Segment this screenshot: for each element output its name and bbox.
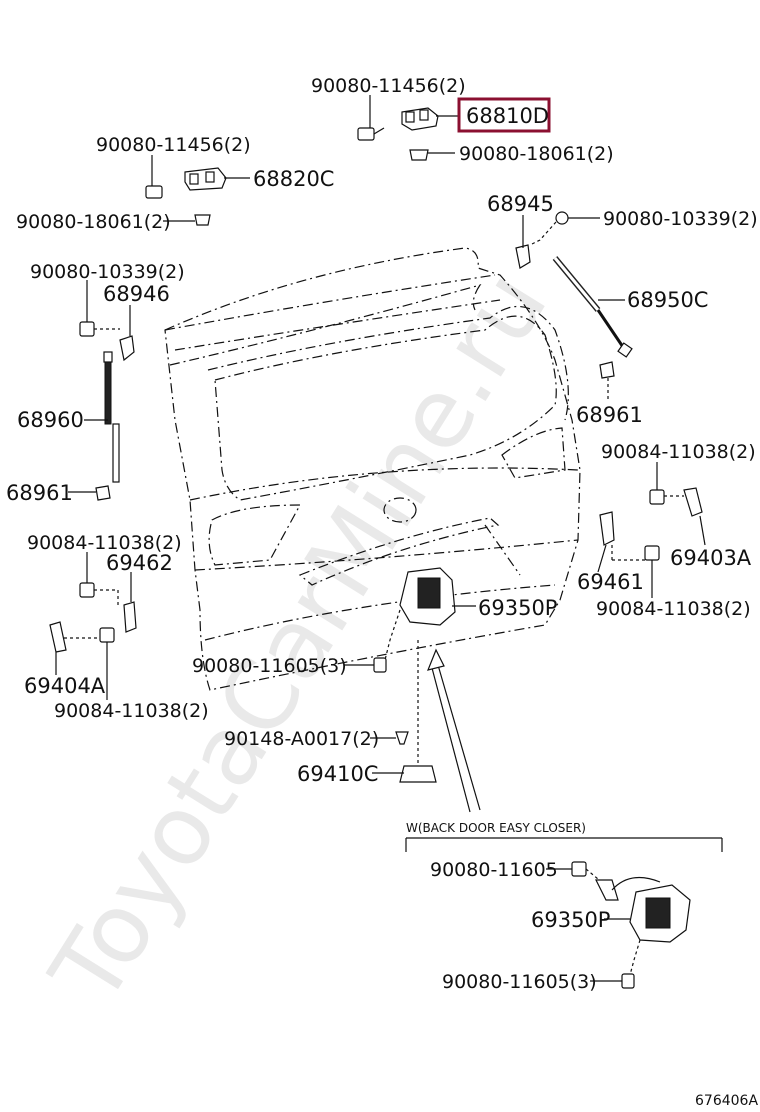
hinge-68820C: [184, 167, 250, 191]
inset-bolt-90080-11605-3: [590, 973, 635, 989]
bolt-90084-11038-right: [649, 462, 665, 505]
ball-stud-68961-right: [599, 361, 615, 400]
label-90084-11038-left2[interactable]: 90084-11038(2): [54, 700, 209, 722]
label-90080-10339-right[interactable]: 90080-10339(2): [603, 208, 758, 230]
label-90080-11456-top[interactable]: 90080-11456(2): [311, 75, 466, 97]
bolt-90084-11038-left: [79, 552, 119, 608]
bolt-90084-11038-right2: [644, 545, 660, 598]
inset-lock-69350P: [595, 876, 691, 976]
label-90080-11605-3-inset[interactable]: 90080-11605(3): [442, 971, 597, 993]
inset-arrow: [427, 648, 481, 813]
label-90080-18061-top[interactable]: 90080-18061(2): [459, 143, 614, 165]
bolt-90080-11456-left: [145, 155, 163, 199]
label-68950C[interactable]: 68950C: [627, 288, 708, 312]
label-90148-A0017[interactable]: 90148-A0017(2): [224, 728, 379, 750]
label-68961-left[interactable]: 68961: [6, 481, 73, 505]
label-68961-right[interactable]: 68961: [576, 403, 643, 427]
nut-90080-18061-left: [163, 214, 211, 226]
bolt-90080-11605-3: [344, 657, 387, 673]
bolt-90080-10339-left: [79, 280, 120, 337]
label-90084-11038-left[interactable]: 90084-11038(2): [27, 532, 182, 554]
label-90080-11605-inset[interactable]: 90080-11605: [430, 859, 558, 881]
label-69350P[interactable]: 69350P: [478, 596, 557, 620]
bracket-69462: [123, 572, 137, 633]
label-68945[interactable]: 68945: [487, 192, 554, 216]
back-door-outline: [164, 247, 581, 691]
label-68820C[interactable]: 68820C: [253, 167, 334, 191]
label-90080-11456-left[interactable]: 90080-11456(2): [96, 134, 251, 156]
label-90080-18061-left[interactable]: 90080-18061(2): [16, 211, 171, 233]
label-90084-11038-right2[interactable]: 90084-11038(2): [596, 598, 751, 620]
figure-code: 676406A: [695, 1093, 758, 1109]
bolt-90084-11038-left2: [99, 627, 115, 700]
nut-90080-18061-top: [409, 149, 455, 161]
inset-bolt-90080-11605: [546, 861, 613, 901]
inset-note: W(BACK DOOR EASY CLOSER): [406, 821, 586, 835]
part-labels: 90080-11456(2) 68810D 90080-18061(2) 900…: [6, 75, 758, 1109]
screw-90148-A0017: [370, 731, 409, 745]
switch-69410C: [372, 640, 437, 783]
bolt-90080-10339-right: [529, 211, 600, 246]
inset-frame: [405, 837, 723, 852]
label-69350P-inset[interactable]: 69350P: [531, 908, 610, 932]
label-90084-11038-right[interactable]: 90084-11038(2): [601, 441, 756, 463]
bolt-90080-11456-top: [357, 95, 385, 141]
label-90080-11605-3[interactable]: 90080-11605(3): [192, 655, 347, 677]
label-68960[interactable]: 68960: [17, 408, 84, 432]
label-68810D[interactable]: 68810D: [466, 104, 549, 128]
label-69410C[interactable]: 69410C: [297, 762, 378, 786]
hinge-68810D: [401, 107, 460, 131]
label-69462[interactable]: 69462: [106, 551, 173, 575]
highlight-box-68810D: [457, 97, 551, 133]
label-69403A[interactable]: 69403A: [670, 546, 752, 570]
ball-stud-68945: [515, 215, 531, 269]
strut-68960: [84, 351, 120, 483]
ball-stud-68946: [119, 305, 135, 362]
strut-68950C: [552, 256, 633, 358]
ball-stud-68961-left: [68, 485, 111, 501]
bumper-69403A: [664, 487, 706, 546]
bumper-69404A: [49, 621, 100, 675]
label-69461[interactable]: 69461: [577, 570, 644, 594]
label-90080-10339-left[interactable]: 90080-10339(2): [30, 261, 185, 283]
bracket-69461: [597, 511, 645, 573]
lock-69350P: [384, 567, 476, 661]
label-68946[interactable]: 68946: [103, 282, 170, 306]
label-69404A[interactable]: 69404A: [24, 674, 106, 698]
